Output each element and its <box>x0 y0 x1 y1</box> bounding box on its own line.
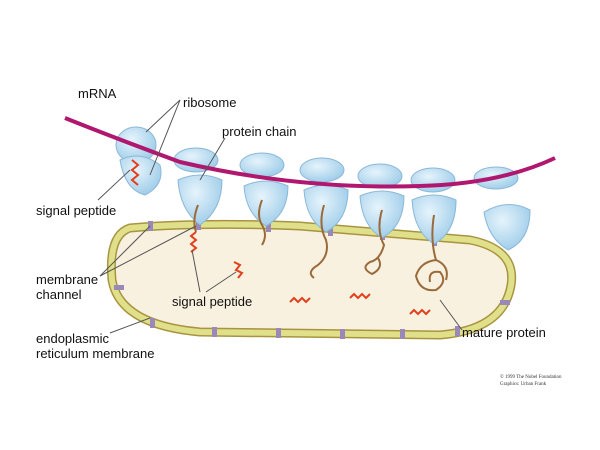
credit-line: © 1999 The Nobel Foundation <box>500 375 562 380</box>
label-line: reticulum membrane <box>36 346 155 361</box>
label-signal-peptide: signal peptide <box>36 203 117 218</box>
signal-peptides <box>130 159 431 316</box>
protein-chains <box>193 199 448 292</box>
label-signal-peptide-center: signal peptide <box>172 294 253 309</box>
credit: © 1999 The Nobel Foundation Graphics: Ur… <box>500 374 561 388</box>
label-protein-chain: protein chain <box>222 124 297 139</box>
label-line: membrane <box>36 272 99 287</box>
label-line: endoplasmic <box>36 331 109 346</box>
label-er-membrane: endoplasmic reticulum membrane <box>36 331 155 361</box>
label-mature-protein: mature protein <box>462 325 546 340</box>
label-mrna: mRNA <box>78 86 117 101</box>
mrna-strand <box>64 116 556 189</box>
credit-line: Graphics: Urban Frank <box>500 382 547 387</box>
label-ribosome: ribosome <box>183 95 237 110</box>
label-line: channel <box>36 287 82 302</box>
label-membrane-channel: membrane channel <box>36 272 98 302</box>
leader-lines <box>97 99 463 334</box>
